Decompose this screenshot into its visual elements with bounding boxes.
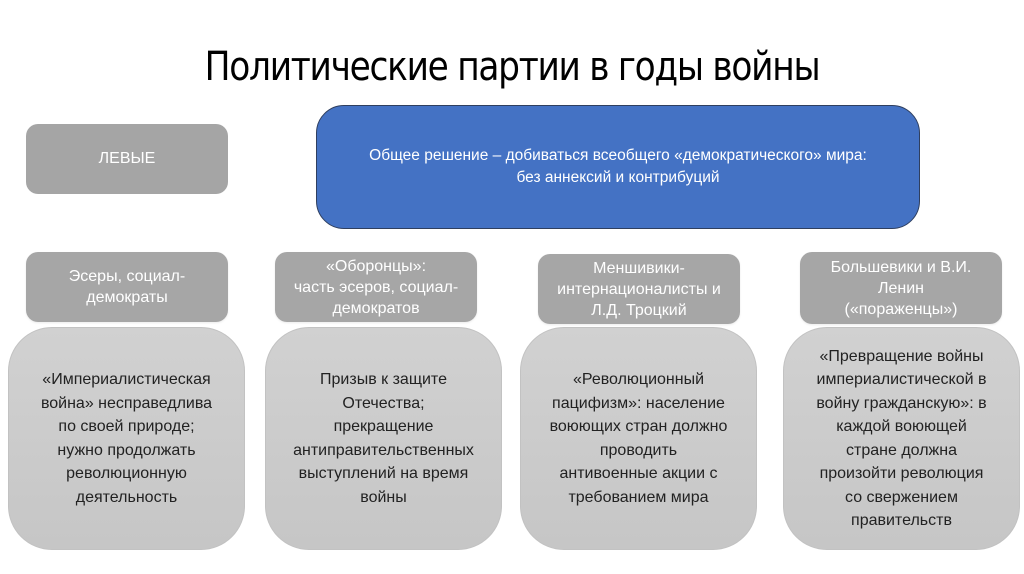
group-position-line: «Империалистическая <box>42 371 211 388</box>
group-header-line: часть эсеров, социал- <box>293 278 459 296</box>
common-decision-line: Общее решение – добиваться всеобщего «де… <box>369 147 867 164</box>
group-header-line: Меншивики- <box>593 259 685 277</box>
group-header-oborontsy: «Оборонцы»: часть эсеров, социал- демокр… <box>275 252 477 322</box>
group-position-line: война» несправедлива <box>40 394 213 412</box>
group-position-line: прекращение <box>333 418 434 435</box>
common-decision-box: Общее решение – добиваться всеобщего «де… <box>316 105 920 229</box>
group-position-line: воюющих стран должно <box>549 418 728 435</box>
group-position-line: «Революционный <box>572 371 705 388</box>
group-position-mensheviks: «Революционный пацифизм»: население воюю… <box>520 327 757 550</box>
group-header-line: Эсеры, социал- <box>68 268 186 285</box>
group-header-line: «Оборонцы»: <box>325 257 427 275</box>
group-header-line: Л.Д. Троцкий <box>591 301 687 319</box>
group-header-line: демократы <box>86 289 168 306</box>
group-position-line: проводить <box>599 441 678 459</box>
group-position-line: требованием мира <box>568 488 709 506</box>
group-position-line: деятельность <box>75 488 178 506</box>
group-header-line: интернационалисты и <box>557 280 721 298</box>
group-header-bolsheviks: Большевики и В.И. Ленин («пораженцы») <box>800 252 1002 324</box>
group-position-line: правительств <box>851 512 952 529</box>
group-header-line: демократов <box>332 299 420 317</box>
group-position-line: «Превращение войны <box>819 347 984 365</box>
group-position-line: каждой воюющей <box>836 418 967 435</box>
group-position-line: революционную <box>66 465 187 482</box>
group-position-line: Отечества; <box>342 394 425 412</box>
group-position-line: выступлений на время <box>298 465 469 482</box>
group-position-bolsheviks: «Превращение войны империалистической в … <box>783 327 1020 550</box>
group-position-line: стране должна <box>846 441 957 459</box>
group-position-line: со свержением <box>845 488 958 506</box>
group-position-line: империалистической в <box>816 371 987 388</box>
group-position-line: антиправительственных <box>293 441 474 459</box>
group-position-line: пацифизм»: население <box>552 394 725 412</box>
group-position-line: нужно продолжать <box>57 441 196 459</box>
group-header-line: Ленин <box>877 279 924 297</box>
group-position-line: войны <box>360 488 407 506</box>
group-position-line: по своей природе; <box>58 418 195 435</box>
group-header-line: («пораженцы») <box>844 300 958 318</box>
group-header-esers: Эсеры, социал- демократы <box>26 252 228 322</box>
group-position-oborontsy: Призыв к защите Отечества; прекращение а… <box>265 327 502 550</box>
left-parties-label: ЛЕВЫЕ <box>98 150 156 167</box>
common-decision-line: без аннексий и контрибуций <box>516 169 720 186</box>
common-decision-text: Общее решение – добиваться всеобщего «де… <box>369 145 867 189</box>
group-position-line: антивоенные акции с <box>559 465 718 482</box>
left-parties-label-box: ЛЕВЫЕ <box>26 124 228 194</box>
group-position-line: произойти революция <box>819 465 984 482</box>
group-position-esers: «Империалистическая война» несправедлива… <box>8 327 245 550</box>
group-position-line: Призыв к защите <box>320 371 447 388</box>
group-header-mensheviks: Меншивики- интернационалисты и Л.Д. Троц… <box>538 254 740 324</box>
group-header-line: Большевики и В.И. <box>830 258 972 276</box>
group-position-line: войну гражданскую»: в <box>816 394 987 412</box>
slide-title: Политические партии в годы войны <box>204 44 821 90</box>
